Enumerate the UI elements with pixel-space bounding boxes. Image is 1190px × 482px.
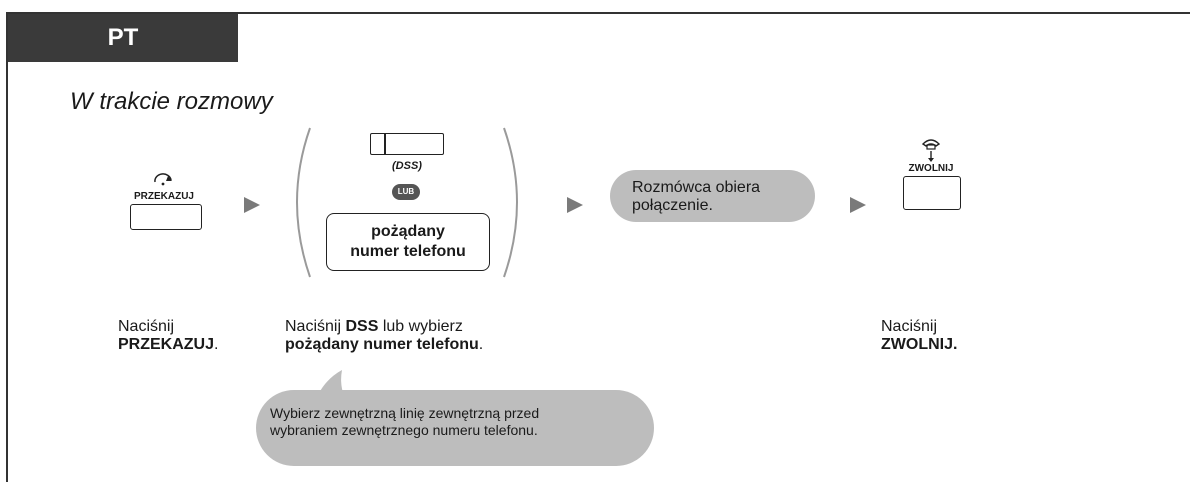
phone-number-line1: pożądany: [371, 223, 445, 240]
scenario-subtitle: W trakcie rozmowy: [70, 88, 273, 115]
step2-caption: Naciśnij DSS lub wybierz pożądany numer …: [285, 318, 483, 354]
phone-number-box[interactable]: pożądany numer telefonu: [326, 213, 490, 271]
dss-label: (DSS): [392, 160, 422, 172]
step2-caption-dss: DSS: [345, 318, 379, 335]
phone-type-tab: PT: [8, 14, 238, 62]
release-key-label: ZWOLNIJ: [908, 163, 954, 174]
release-key[interactable]: [903, 176, 961, 210]
note-line2: wybraniem zewnętrznego numeru telefonu.: [270, 422, 538, 438]
step2-caption-mid: lub wybierz: [378, 318, 463, 335]
step-arrow-3: [850, 197, 866, 213]
hang-up-handset-icon: [921, 139, 941, 162]
step4-caption: Naciśnij ZWOLNIJ.: [881, 318, 957, 354]
dss-key-divider: [384, 134, 386, 154]
step-arrow-1: [244, 197, 260, 213]
or-badge: LUB: [392, 184, 420, 200]
frame-left-border: [6, 12, 8, 482]
dss-key[interactable]: [370, 133, 444, 155]
step-arrow-2: [567, 197, 583, 213]
right-parenthesis: [503, 127, 518, 278]
step1-caption: Naciśnij PRZEKAZUJ.: [118, 318, 218, 354]
frame-top-border: [6, 12, 1190, 14]
bubble-line2: połączenie.: [632, 197, 713, 214]
party-answers-bubble: Rozmówca obiera połączenie.: [610, 170, 815, 222]
transfer-curved-arrow-icon: [154, 173, 172, 186]
bubble-line1: Rozmówca obiera: [632, 179, 761, 196]
step4-caption-line1: Naciśnij: [881, 318, 938, 335]
transfer-key-label: PRZEKAZUJ: [133, 191, 194, 202]
step2-caption-pre: Naciśnij: [285, 318, 346, 335]
step2-caption-end: .: [478, 336, 484, 353]
step1-caption-line1: Naciśnij: [118, 318, 175, 335]
step2-caption-number: pożądany numer telefonu: [285, 336, 479, 353]
step4-caption-bold: ZWOLNIJ.: [881, 336, 958, 353]
note-line1: Wybierz zewnętrzną linię zewnętrzną prze…: [270, 405, 540, 421]
transfer-key[interactable]: [130, 204, 202, 230]
phone-number-line2: numer telefonu: [350, 243, 466, 260]
step1-caption-bold: PRZEKAZUJ: [118, 336, 215, 353]
step1-caption-end: .: [214, 336, 219, 353]
left-parenthesis: [296, 127, 311, 278]
external-line-note: Wybierz zewnętrzną linię zewnętrzną prze…: [256, 390, 654, 466]
